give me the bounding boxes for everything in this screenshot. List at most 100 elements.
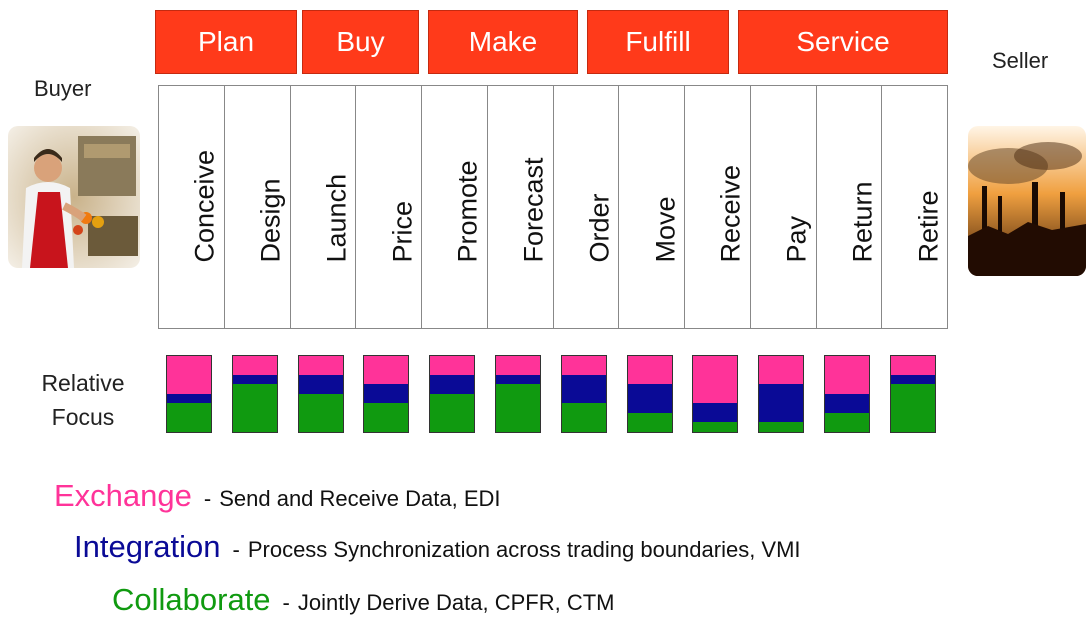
focus-segment-integration: [167, 394, 211, 404]
focus-segment-integration: [496, 375, 540, 385]
step-return: Return: [817, 86, 883, 328]
step-label: Launch: [321, 173, 352, 263]
focus-segment-exchange: [759, 356, 803, 385]
phase-buy: Buy: [302, 10, 419, 74]
focus-segment-collaborate: [825, 413, 869, 432]
focus-segment-integration: [562, 375, 606, 404]
legend-exchange: Exchange-Send and Receive Data, EDI: [54, 478, 501, 514]
step-order: Order: [554, 86, 620, 328]
focus-bar-conceive: [166, 355, 212, 433]
focus-segment-collaborate: [496, 384, 540, 432]
focus-segment-collaborate: [693, 422, 737, 432]
legend-separator: -: [232, 537, 240, 562]
focus-bar-order: [561, 355, 607, 433]
focus-bar-price: [363, 355, 409, 433]
legend-separator: -: [203, 486, 212, 511]
legend-term-integration: Integration: [74, 529, 221, 564]
relative-focus-line2: Focus: [51, 404, 115, 430]
legend-desc-collaborate: Jointly Derive Data, CPFR, CTM: [297, 590, 615, 615]
seller-label: Seller: [992, 48, 1049, 73]
buyer-photo-illustration: [8, 126, 140, 268]
step-label: Promote: [452, 160, 483, 263]
seller-photo: [968, 126, 1086, 276]
legend-separator: -: [282, 590, 290, 615]
focus-segment-exchange: [233, 356, 277, 375]
focus-segment-collaborate: [430, 394, 474, 432]
phase-make: Make: [428, 10, 578, 74]
buyer-photo: [8, 126, 140, 268]
focus-segment-exchange: [299, 356, 343, 375]
focus-segment-exchange: [562, 356, 606, 375]
step-label: Conceive: [189, 149, 220, 263]
step-label: Forecast: [518, 157, 549, 263]
focus-segment-collaborate: [628, 412, 672, 432]
step-forecast: Forecast: [488, 86, 554, 328]
step-launch: Launch: [291, 86, 357, 328]
focus-segment-exchange: [167, 356, 211, 394]
focus-segment-collaborate: [891, 384, 935, 432]
focus-segment-exchange: [628, 356, 672, 385]
legend-desc-exchange: Send and Receive Data, EDI: [219, 486, 501, 511]
step-label: Order: [584, 193, 615, 263]
focus-segment-exchange: [693, 356, 737, 404]
focus-segment-integration: [825, 394, 869, 413]
phase-plan-label: Plan: [197, 26, 255, 57]
phase-service-label: Service: [796, 26, 890, 57]
focus-segment-collaborate: [299, 394, 343, 432]
focus-bar-pay: [758, 355, 804, 433]
phase-buy-label: Buy: [336, 26, 385, 57]
focus-bar-forecast: [495, 355, 541, 433]
buyer-label: Buyer: [34, 76, 92, 101]
step-label: Retire: [913, 190, 944, 263]
step-promote: Promote: [422, 86, 488, 328]
phase-fulfill: Fulfill: [587, 10, 729, 74]
relative-focus-line1: Relative: [41, 370, 125, 396]
legend-integration: Integration-Process Synchronization acro…: [74, 529, 801, 565]
process-steps: Conceive Design Launch Price Promote For…: [158, 85, 948, 329]
phase-service: Service: [738, 10, 948, 74]
focus-bar-design: [232, 355, 278, 433]
focus-segment-integration: [693, 403, 737, 423]
focus-segment-integration: [759, 384, 803, 423]
step-receive: Receive: [685, 86, 751, 328]
focus-segment-integration: [364, 384, 408, 404]
step-label: Design: [255, 178, 286, 263]
step-conceive: Conceive: [159, 86, 225, 328]
focus-bar-launch: [298, 355, 344, 433]
focus-bar-return: [824, 355, 870, 433]
focus-bar-receive: [692, 355, 738, 433]
focus-segment-collaborate: [759, 422, 803, 432]
legend-collaborate: Collaborate-Jointly Derive Data, CPFR, C…: [112, 582, 615, 618]
step-price: Price: [356, 86, 422, 328]
legend-term-collaborate: Collaborate: [112, 582, 271, 617]
step-label: Move: [650, 196, 681, 263]
focus-segment-exchange: [364, 356, 408, 385]
focus-segment-collaborate: [562, 403, 606, 432]
legend-term-exchange: Exchange: [54, 478, 192, 513]
phase-plan: Plan: [155, 10, 297, 74]
focus-segment-exchange: [891, 356, 935, 375]
focus-segment-integration: [299, 375, 343, 394]
focus-segment-collaborate: [167, 403, 211, 432]
focus-segment-exchange: [430, 356, 474, 375]
legend-desc-integration: Process Synchronization across trading b…: [247, 537, 801, 562]
step-label: Pay: [781, 215, 812, 263]
focus-segment-exchange: [496, 356, 540, 375]
step-label: Receive: [715, 164, 746, 263]
focus-segment-integration: [891, 375, 935, 385]
focus-segment-collaborate: [233, 384, 277, 432]
step-label: Return: [847, 181, 878, 263]
step-move: Move: [619, 86, 685, 328]
relative-focus-label: Relative Focus: [28, 366, 138, 434]
focus-segment-collaborate: [364, 403, 408, 432]
focus-segment-integration: [233, 375, 277, 385]
step-retire: Retire: [882, 86, 947, 328]
step-label: Price: [387, 200, 418, 263]
focus-segment-exchange: [825, 356, 869, 394]
seller-photo-illustration: [968, 126, 1086, 276]
step-design: Design: [225, 86, 291, 328]
step-pay: Pay: [751, 86, 817, 328]
phase-make-label: Make: [468, 26, 538, 57]
focus-bar-promote: [429, 355, 475, 433]
focus-bar-move: [627, 355, 673, 433]
